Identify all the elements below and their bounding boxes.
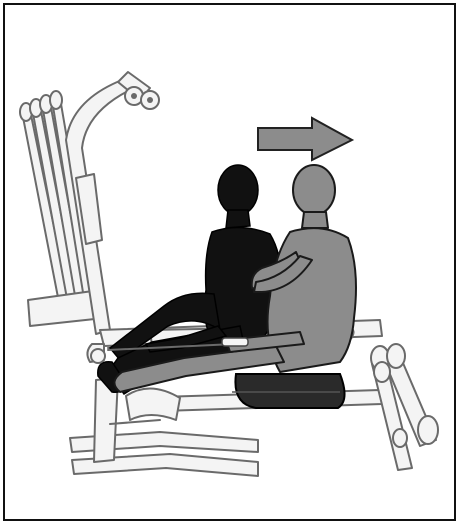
foot-pedals — [87, 344, 105, 363]
seat — [232, 374, 345, 408]
direction-arrow-icon — [258, 118, 352, 160]
leg-extension-arm — [371, 344, 438, 470]
